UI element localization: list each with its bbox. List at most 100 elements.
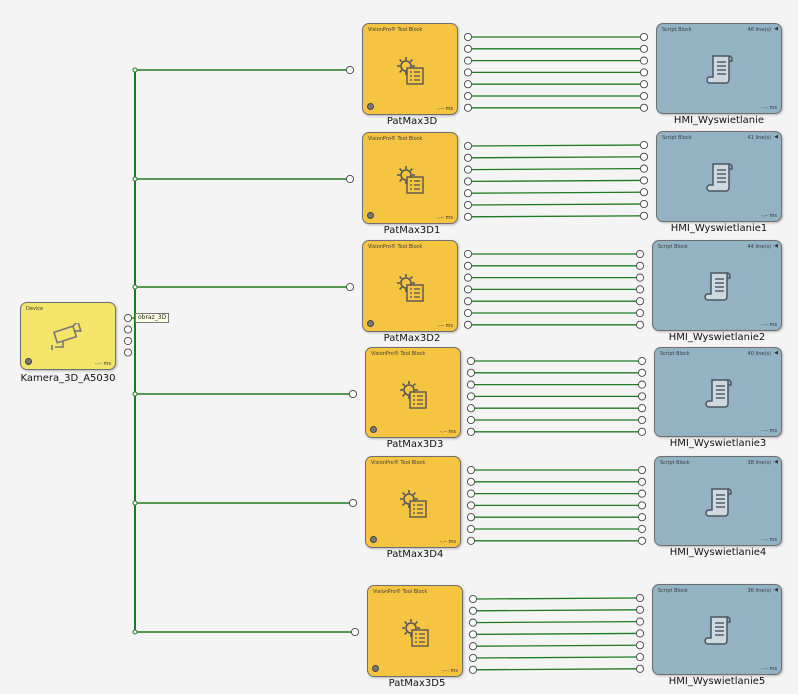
script-input-port[interactable] [637,513,647,522]
script-input-port[interactable] [635,652,645,662]
script-input-port[interactable] [637,477,647,486]
tool-output-port[interactable] [468,630,478,639]
tool-output-port[interactable] [466,380,476,389]
tool-output-port[interactable] [463,141,473,151]
script-input-port[interactable] [637,489,647,498]
script-input-port[interactable] [635,273,645,282]
script-input-port[interactable] [635,249,645,259]
collapse-arrow-icon[interactable]: ◀ [774,587,778,593]
tool-output-port[interactable] [468,618,478,627]
tool-output-port[interactable] [463,261,473,270]
script-input-port[interactable] [639,80,649,89]
device-block-kamera[interactable]: Device -.-- ms [20,302,116,370]
script-input-port[interactable] [639,56,649,65]
tool-output-port[interactable] [466,415,476,425]
script-input-port[interactable] [637,404,647,413]
tool-output-port[interactable] [463,165,473,174]
device-output-port[interactable] [123,325,133,334]
device-output-port[interactable] [123,313,133,323]
script-input-port[interactable] [639,32,649,42]
tool-output-port[interactable] [463,249,473,259]
tool-output-port[interactable] [468,606,478,615]
tool-output-port[interactable] [463,177,473,186]
tool-output-port[interactable] [466,427,476,436]
script-input-port[interactable] [639,176,649,185]
script-input-port[interactable] [637,392,647,401]
script-input-port[interactable] [637,380,647,389]
tool-output-port[interactable] [463,320,473,329]
script-input-port[interactable] [635,617,645,626]
collapse-arrow-icon[interactable]: ◀ [774,243,778,249]
script-input-port[interactable] [639,164,649,173]
tool-input-port[interactable] [345,65,355,75]
script-input-port[interactable] [637,368,647,377]
script-input-port[interactable] [639,211,649,220]
script-input-port[interactable] [635,297,645,306]
script-input-port[interactable] [639,44,649,53]
tool-output-port[interactable] [463,297,473,306]
tool-output-port[interactable] [468,642,478,651]
tool-block[interactable]: VisionPro® Tool Block -.-- ms [365,347,461,438]
script-input-port[interactable] [635,629,645,638]
script-input-port[interactable] [635,320,645,329]
tool-block[interactable]: VisionPro® Tool Block -.-- ms [362,132,458,224]
tool-output-port[interactable] [463,273,473,282]
tool-output-port[interactable] [463,91,473,101]
script-input-port[interactable] [637,501,647,510]
tool-output-port[interactable] [463,153,473,162]
collapse-arrow-icon[interactable]: ◀ [774,459,778,465]
script-input-port[interactable] [639,91,649,101]
script-input-port[interactable] [635,664,645,673]
tool-block[interactable]: VisionPro® Tool Block -.-- ms [365,456,461,548]
script-input-port[interactable] [635,285,645,294]
tool-output-port[interactable] [466,465,476,475]
tool-input-port[interactable] [345,282,355,292]
tool-input-port[interactable] [348,498,358,508]
tool-output-port[interactable] [466,356,476,366]
script-input-port[interactable] [639,152,649,161]
script-input-port[interactable] [639,103,649,112]
tool-input-port[interactable] [345,174,355,184]
tool-output-port[interactable] [468,594,478,604]
script-input-port[interactable] [635,308,645,318]
tool-output-port[interactable] [466,536,476,545]
tool-output-port[interactable] [463,285,473,294]
collapse-arrow-icon[interactable]: ◀ [774,350,778,356]
script-input-port[interactable] [639,188,649,197]
tool-output-port[interactable] [466,489,476,498]
script-input-port[interactable] [635,641,645,650]
tool-output-port[interactable] [463,44,473,53]
tool-block[interactable]: VisionPro® Tool Block -.-- ms [367,585,463,677]
tool-output-port[interactable] [463,56,473,65]
tool-output-port[interactable] [463,200,473,210]
tool-output-port[interactable] [463,308,473,318]
script-input-port[interactable] [639,199,649,209]
collapse-arrow-icon[interactable]: ◀ [774,134,778,140]
script-input-port[interactable] [635,261,645,270]
tool-output-port[interactable] [466,368,476,377]
script-input-port[interactable] [637,524,647,534]
script-input-port[interactable] [639,140,649,150]
tool-output-port[interactable] [466,477,476,486]
script-input-port[interactable] [637,415,647,425]
script-input-port[interactable] [637,427,647,436]
script-input-port[interactable] [637,536,647,545]
device-output-port[interactable] [123,336,133,346]
tool-output-port[interactable] [463,80,473,89]
tool-output-port[interactable] [466,501,476,510]
tool-output-port[interactable] [466,524,476,534]
tool-output-port[interactable] [466,392,476,401]
script-input-port[interactable] [639,68,649,77]
tool-output-port[interactable] [463,32,473,42]
tool-output-port[interactable] [463,68,473,77]
tool-output-port[interactable] [463,212,473,221]
tool-output-port[interactable] [466,404,476,413]
tool-input-port[interactable] [348,389,358,399]
tool-output-port[interactable] [463,103,473,112]
tool-output-port[interactable] [468,665,478,674]
